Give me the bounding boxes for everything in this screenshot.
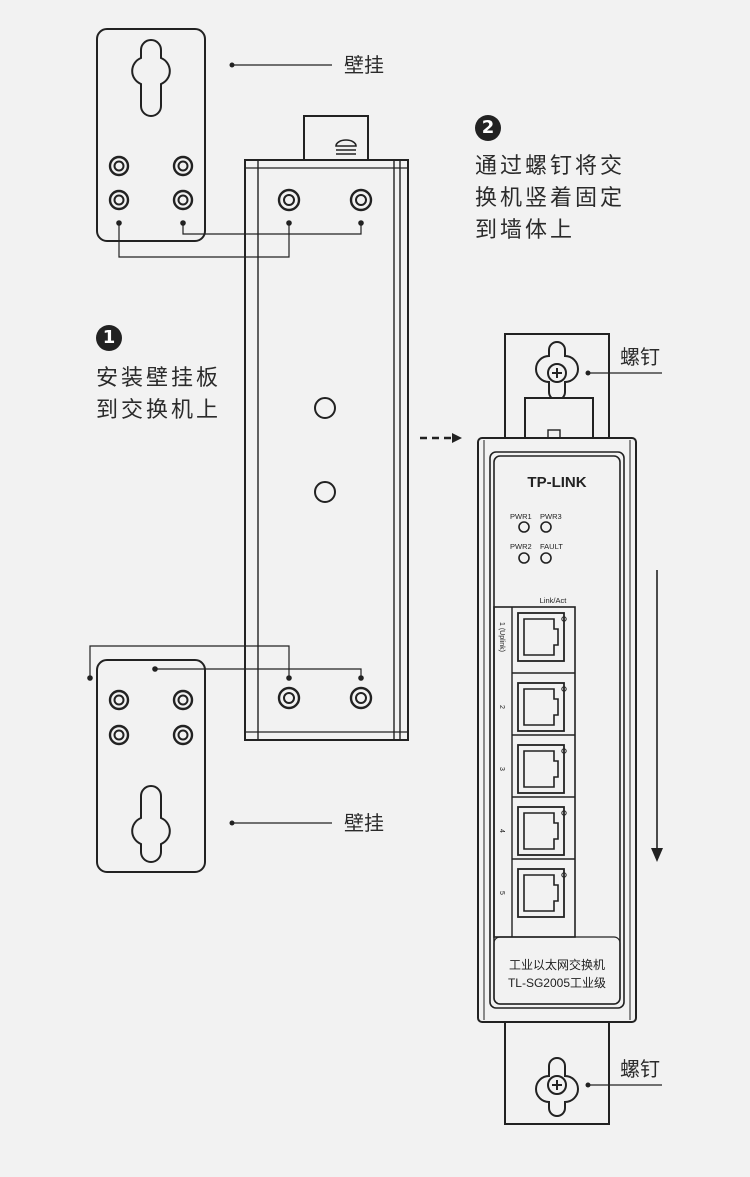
screw-label-top: 螺钉 xyxy=(620,345,660,369)
switch-rear-body xyxy=(244,159,409,741)
rj45-socket xyxy=(523,688,559,726)
front-wall-mount-plate-top xyxy=(504,333,610,441)
model-number: TL-SG2005工业级 xyxy=(508,976,606,990)
step2-line: 换机竖着固定 xyxy=(475,186,626,211)
led-pwr1 xyxy=(518,521,530,533)
switch-rear-top-tab xyxy=(303,115,369,163)
alignment-lines-top xyxy=(116,220,364,258)
ethernet-port: 3 xyxy=(498,734,575,794)
ports: 1 (Uplink) 2 3 4 5 xyxy=(498,612,575,918)
port-link-led xyxy=(561,872,567,878)
step2-line: 通过螺钉将交 xyxy=(475,154,626,179)
port-label: 2 xyxy=(498,705,505,709)
step1-badge: 1 xyxy=(96,325,122,351)
port-label: 5 xyxy=(498,891,505,895)
switch-front-body xyxy=(477,437,637,1023)
callout-leader-screw-top xyxy=(585,370,662,376)
screw-icon xyxy=(547,363,567,383)
down-arrow xyxy=(651,570,663,862)
led-label: FAULT xyxy=(540,542,563,551)
rj45-jack xyxy=(517,682,565,732)
led-fault xyxy=(540,552,552,564)
screw-label-bottom: 螺钉 xyxy=(620,1057,660,1081)
port-link-led xyxy=(561,748,567,754)
rj45-socket xyxy=(523,874,559,912)
rj45-socket xyxy=(523,750,559,788)
brand-logo: TP-LINK xyxy=(527,474,586,491)
rear-screw-holes-top xyxy=(277,188,373,212)
callout-leader-wall-mount-top xyxy=(229,62,332,68)
wall-mount-plate-bottom xyxy=(96,659,206,873)
led-indicators: PWR1 PWR3 PWR2 FAULT xyxy=(510,512,563,564)
port-label: 1 (Uplink) xyxy=(498,622,505,652)
rj45-socket xyxy=(523,618,559,656)
ethernet-port: 5 xyxy=(498,858,575,918)
wall-mount-label-bottom: 壁挂 xyxy=(344,811,384,835)
wall-mount-plate-top xyxy=(96,28,206,242)
callout-leader-wall-mount-bottom xyxy=(229,820,332,826)
port-link-led xyxy=(561,616,567,622)
front-wall-mount-plate-bottom xyxy=(504,1019,610,1125)
plate-screw-holes xyxy=(108,155,194,211)
screw-icon xyxy=(547,1075,567,1095)
ethernet-port: 1 (Uplink) xyxy=(498,612,567,662)
step2-text: 通过螺钉将交 换机竖着固定 到墙体上 xyxy=(475,151,625,247)
port-area: 1 (Uplink) 2 3 4 5 xyxy=(493,606,576,938)
led-label: PWR3 xyxy=(540,512,562,521)
rj45-jack xyxy=(517,806,565,856)
callout-leader-screw-bottom xyxy=(585,1082,662,1088)
rj45-jack xyxy=(517,868,565,918)
led-label: PWR1 xyxy=(510,512,532,521)
rj45-jack xyxy=(517,612,565,662)
step2-line: 到墙体上 xyxy=(475,218,576,243)
rj45-socket xyxy=(523,812,559,850)
led-label: PWR2 xyxy=(510,542,532,551)
step1-line: 安装壁挂板 xyxy=(96,366,222,391)
plate-screw-holes xyxy=(108,689,194,746)
step1-text: 安装壁挂板 到交换机上 xyxy=(96,363,221,427)
alignment-lines-bottom xyxy=(87,645,364,681)
rj45-jack xyxy=(517,744,565,794)
dashed-arrow-right xyxy=(420,433,462,443)
led-pwr3 xyxy=(540,521,552,533)
rear-screw-holes-bottom xyxy=(277,686,373,710)
led-pwr2 xyxy=(518,552,530,564)
step1-line: 到交换机上 xyxy=(96,398,222,423)
ethernet-port: 4 xyxy=(498,796,575,856)
ethernet-port: 2 xyxy=(498,672,575,732)
port-label: 4 xyxy=(498,829,505,833)
model-label-area xyxy=(493,936,621,1005)
wall-mount-label-top: 壁挂 xyxy=(344,53,384,77)
port-link-led xyxy=(561,686,567,692)
port-link-led xyxy=(561,810,567,816)
model-name: 工业以太网交换机 xyxy=(509,957,605,972)
link-act-label: Link/Act xyxy=(540,596,568,605)
step2-badge: 2 xyxy=(475,115,501,141)
port-label: 3 xyxy=(498,767,505,771)
